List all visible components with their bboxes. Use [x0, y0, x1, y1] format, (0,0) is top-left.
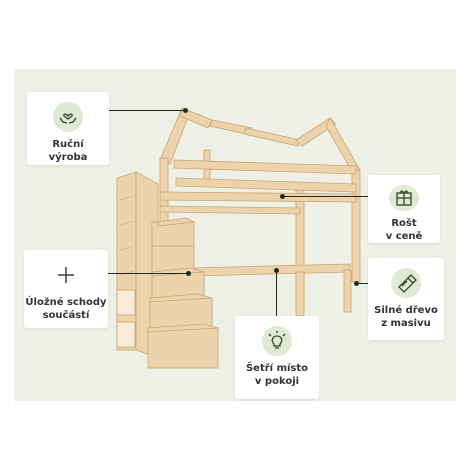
connector-dot-wood	[354, 281, 359, 286]
connector-space	[276, 270, 277, 316]
hands-heart-icon	[53, 102, 83, 132]
plus-icon	[51, 260, 81, 290]
connector-dot-slats	[280, 194, 285, 199]
connector-stairs	[97, 273, 187, 274]
lightbulb-icon	[262, 326, 292, 356]
connector-dot-space	[274, 268, 279, 273]
connector-dot-stairs	[186, 271, 191, 276]
connector-dot-handmade	[183, 108, 188, 113]
connector-handmade	[109, 110, 185, 111]
connector-slats	[283, 196, 368, 197]
connector-wood	[356, 283, 370, 284]
wood-log-icon	[391, 268, 421, 298]
gift-box-icon	[389, 185, 419, 211]
